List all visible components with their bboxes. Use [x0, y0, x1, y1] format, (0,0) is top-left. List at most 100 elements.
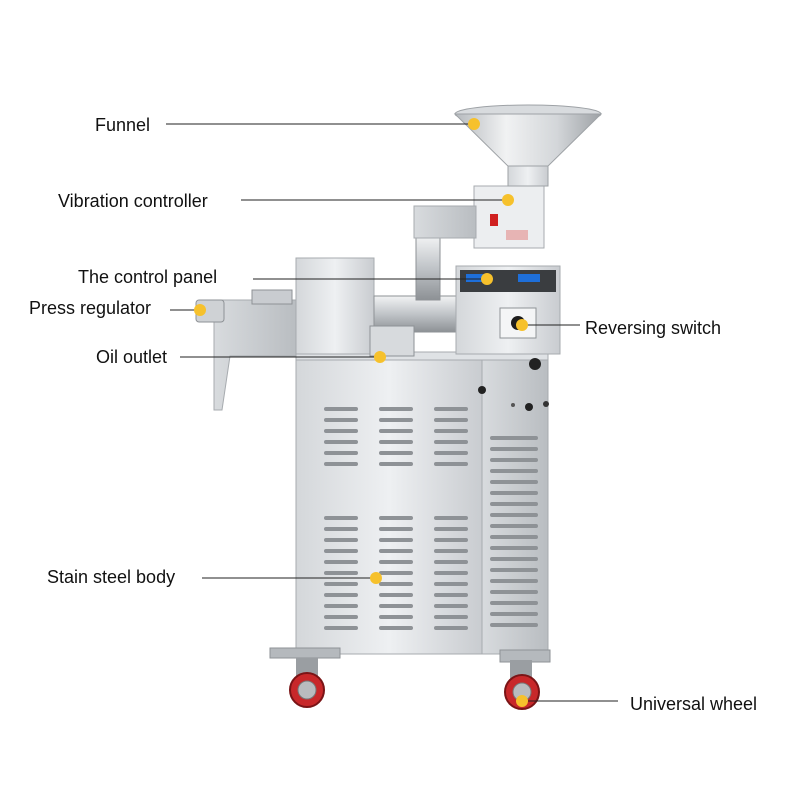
label-funnel: Funnel: [95, 115, 151, 135]
label-press-regulator: Press regulator: [29, 298, 152, 318]
vent-slot: [490, 502, 538, 506]
vent-slot: [324, 560, 358, 564]
vent-slot: [434, 604, 468, 608]
vent-slot: [324, 429, 358, 433]
vent-slot: [434, 615, 468, 619]
vent-slot: [434, 462, 468, 466]
vibration-switch: [490, 214, 498, 226]
vent-slot: [379, 582, 413, 586]
vent-slot: [490, 447, 538, 451]
vent-slot: [379, 407, 413, 411]
vent-slot: [434, 626, 468, 630]
vent-slot: [324, 440, 358, 444]
side-hole: [511, 403, 515, 407]
front-vents: [324, 407, 468, 630]
vent-slot: [379, 593, 413, 597]
vent-slot: [434, 516, 468, 520]
left-foot-bracket: [269, 647, 341, 659]
vent-slot: [490, 601, 538, 605]
label-control-panel: The control panel: [78, 267, 218, 287]
marker-reversing-switch: [516, 319, 528, 331]
vent-slot: [379, 462, 413, 466]
vent-slot: [490, 436, 538, 440]
vent-slot: [379, 527, 413, 531]
leader-lines: [166, 123, 618, 702]
vent-slot: [434, 429, 468, 433]
vent-slot: [379, 418, 413, 422]
vent-slot: [490, 590, 538, 594]
vent-slot: [434, 538, 468, 542]
press-top-cover: [295, 257, 375, 355]
regulator-bracket: [251, 289, 293, 305]
vent-slot: [379, 571, 413, 575]
vent-slot: [324, 626, 358, 630]
vent-slot: [379, 549, 413, 553]
vent-slot: [434, 418, 468, 422]
press-chamber-hood: [213, 299, 297, 411]
feed-neck: [415, 235, 441, 301]
label-oil-outlet: Oil outlet: [96, 347, 168, 367]
vent-slot: [379, 429, 413, 433]
left-wheel: [289, 658, 325, 708]
vent-slot: [434, 451, 468, 455]
vent-slot: [324, 604, 358, 608]
vent-slot: [490, 491, 538, 495]
vent-slot: [490, 546, 538, 550]
side-hole: [525, 403, 533, 411]
vent-slot: [434, 593, 468, 597]
callout-markers: [194, 118, 528, 707]
vent-slot: [324, 571, 358, 575]
vent-slot: [490, 557, 538, 561]
vent-slot: [379, 560, 413, 564]
reversing-switch-box: [499, 307, 537, 339]
vent-slot: [324, 418, 358, 422]
vent-slot: [324, 615, 358, 619]
vent-slot: [379, 516, 413, 520]
vent-slot: [379, 626, 413, 630]
vent-slot: [324, 516, 358, 520]
vent-slot: [434, 571, 468, 575]
vent-slot: [379, 440, 413, 444]
vent-slot: [434, 527, 468, 531]
vent-slot: [490, 623, 538, 627]
vent-slot: [324, 527, 358, 531]
vent-slot: [324, 549, 358, 553]
vent-slot: [324, 593, 358, 597]
panel-display: [466, 274, 488, 282]
vent-slot: [490, 480, 538, 484]
vent-slot: [490, 612, 538, 616]
label-reversing-switch: Reversing switch: [585, 318, 722, 338]
marker-stain-steel-body: [370, 572, 382, 584]
funnel-spout: [507, 165, 549, 187]
vent-slot: [490, 524, 538, 528]
marker-vibration-controller: [502, 194, 514, 206]
vent-slot: [434, 440, 468, 444]
vent-slot: [490, 458, 538, 462]
main-cabinet-front: [295, 355, 483, 655]
marker-control-panel: [481, 273, 493, 285]
vent-slot: [434, 549, 468, 553]
panel-display: [518, 274, 540, 282]
vent-slot: [379, 604, 413, 608]
side-vents: [490, 436, 538, 627]
oil-outlet-tray: [369, 325, 415, 357]
side-hole: [478, 386, 486, 394]
marker-press-regulator: [194, 304, 206, 316]
side-hole: [529, 358, 541, 370]
marker-funnel: [468, 118, 480, 130]
marker-universal-wheel: [516, 695, 528, 707]
label-vibration-controller: Vibration controller: [58, 191, 208, 211]
vent-slot: [490, 568, 538, 572]
vent-slot: [324, 582, 358, 586]
vent-slot: [490, 469, 538, 473]
vibration-bracket: [413, 205, 477, 239]
vent-slot: [434, 407, 468, 411]
vent-slot: [490, 579, 538, 583]
vent-slot: [324, 407, 358, 411]
vent-slot: [379, 451, 413, 455]
vent-slot: [324, 451, 358, 455]
vent-slot: [379, 615, 413, 619]
vent-slot: [490, 513, 538, 517]
side-hole: [543, 401, 549, 407]
vent-slot: [324, 538, 358, 542]
